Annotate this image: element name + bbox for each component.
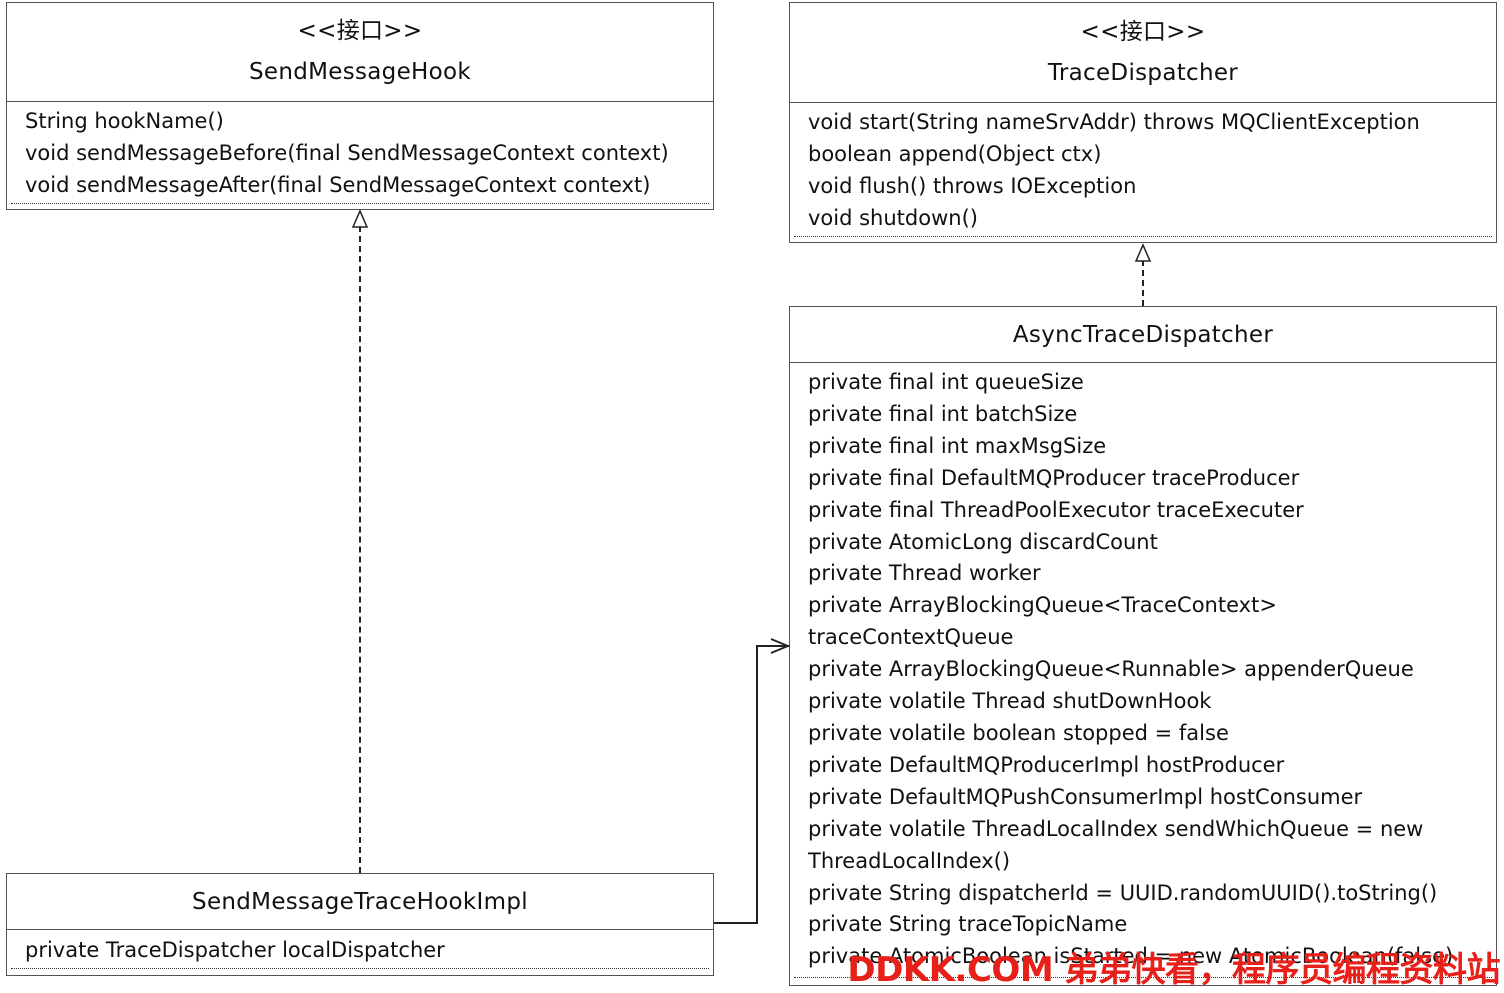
- realization-arrowhead-dispatcher: [1134, 243, 1152, 262]
- member-line: private AtomicBoolean isStarted = new At…: [808, 944, 1454, 969]
- member-line: private String dispatcherId = UUID.rando…: [808, 880, 1438, 905]
- member-line: void shutdown(): [808, 206, 978, 230]
- trace-dispatcher-title: TraceDispatcher: [1047, 59, 1239, 86]
- member-line: private final int queueSize: [808, 370, 1084, 394]
- section-divider: [11, 203, 709, 204]
- member-line: boolean append(Object ctx): [808, 142, 1102, 166]
- member-line: private Thread worker: [808, 561, 1041, 586]
- association-arrowhead: [770, 638, 791, 654]
- member-line: private DefaultMQPushConsumerImpl hostCo…: [808, 784, 1363, 809]
- send-message-trace-hook-impl-members: private TraceDispatcher localDispatcher: [25, 934, 709, 966]
- send-message-hook-title: SendMessageHook: [249, 59, 471, 85]
- watermark-text: DDKK.COM 弟弟快看，程序员编程资料站: [847, 950, 1500, 990]
- association-line-horizontal-top: [756, 645, 789, 647]
- member-line: private volatile ThreadLocalIndex sendWh…: [808, 816, 1424, 841]
- member-line: void sendMessageAfter(final SendMessageC…: [25, 173, 651, 197]
- send-message-trace-hook-impl-header: SendMessageTraceHookImpl: [7, 874, 713, 930]
- realization-line-dispatcher: [1142, 260, 1144, 306]
- member-line: private final ThreadPoolExecutor traceEx…: [808, 497, 1304, 522]
- member-line: private DefaultMQProducerImpl hostProduc…: [808, 752, 1285, 777]
- member-line: void start(String nameSrvAddr) throws MQ…: [808, 110, 1420, 134]
- member-line: private volatile Thread shutDownHook: [808, 689, 1212, 714]
- member-line: private volatile boolean stopped = false: [808, 720, 1229, 745]
- section-divider: [794, 977, 1492, 978]
- member-line: private final int batchSize: [808, 401, 1078, 426]
- association-line-horizontal-bottom: [714, 922, 758, 924]
- async-trace-dispatcher-members: private final int queueSize private fina…: [808, 367, 1492, 973]
- member-line: String hookName(): [25, 109, 224, 133]
- association-line-vertical: [756, 645, 758, 924]
- section-divider: [11, 968, 709, 969]
- member-line: void flush() throws IOException: [808, 174, 1137, 198]
- send-message-hook-stereotype: <<接口>>: [297, 18, 423, 44]
- send-message-trace-hook-impl-box: SendMessageTraceHookImpl private TraceDi…: [6, 873, 714, 976]
- member-line: ThreadLocalIndex(): [808, 848, 1011, 873]
- trace-dispatcher-members: void start(String nameSrvAddr) throws MQ…: [808, 106, 1492, 234]
- async-trace-dispatcher-header: AsyncTraceDispatcher: [790, 307, 1496, 363]
- member-line: private AtomicLong discardCount: [808, 529, 1158, 554]
- send-message-hook-header: <<接口>> SendMessageHook: [7, 3, 713, 102]
- member-line: private String traceTopicName: [808, 912, 1128, 937]
- member-line: private final int maxMsgSize: [808, 433, 1107, 458]
- member-line: traceContextQueue: [808, 625, 1014, 650]
- realization-arrowhead-hook: [351, 209, 369, 228]
- async-trace-dispatcher-box: AsyncTraceDispatcher private final int q…: [789, 306, 1497, 986]
- send-message-hook-members: String hookName() void sendMessageBefore…: [25, 105, 709, 201]
- trace-dispatcher-box: <<接口>> TraceDispatcher void start(String…: [789, 2, 1497, 243]
- section-divider: [794, 236, 1492, 237]
- send-message-trace-hook-impl-title: SendMessageTraceHookImpl: [192, 888, 528, 915]
- member-line: private final DefaultMQProducer tracePro…: [808, 465, 1300, 490]
- member-line: private ArrayBlockingQueue<TraceContext>: [808, 593, 1277, 618]
- async-trace-dispatcher-title: AsyncTraceDispatcher: [1012, 321, 1274, 348]
- realization-line-hook: [359, 226, 361, 873]
- send-message-hook-box: <<接口>> SendMessageHook String hookName()…: [6, 2, 714, 210]
- member-line: void sendMessageBefore(final SendMessage…: [25, 141, 669, 165]
- member-line: private ArrayBlockingQueue<Runnable> app…: [808, 657, 1414, 682]
- trace-dispatcher-stereotype: <<接口>>: [1080, 18, 1206, 45]
- trace-dispatcher-header: <<接口>> TraceDispatcher: [790, 3, 1496, 103]
- member-line: private TraceDispatcher localDispatcher: [25, 938, 445, 962]
